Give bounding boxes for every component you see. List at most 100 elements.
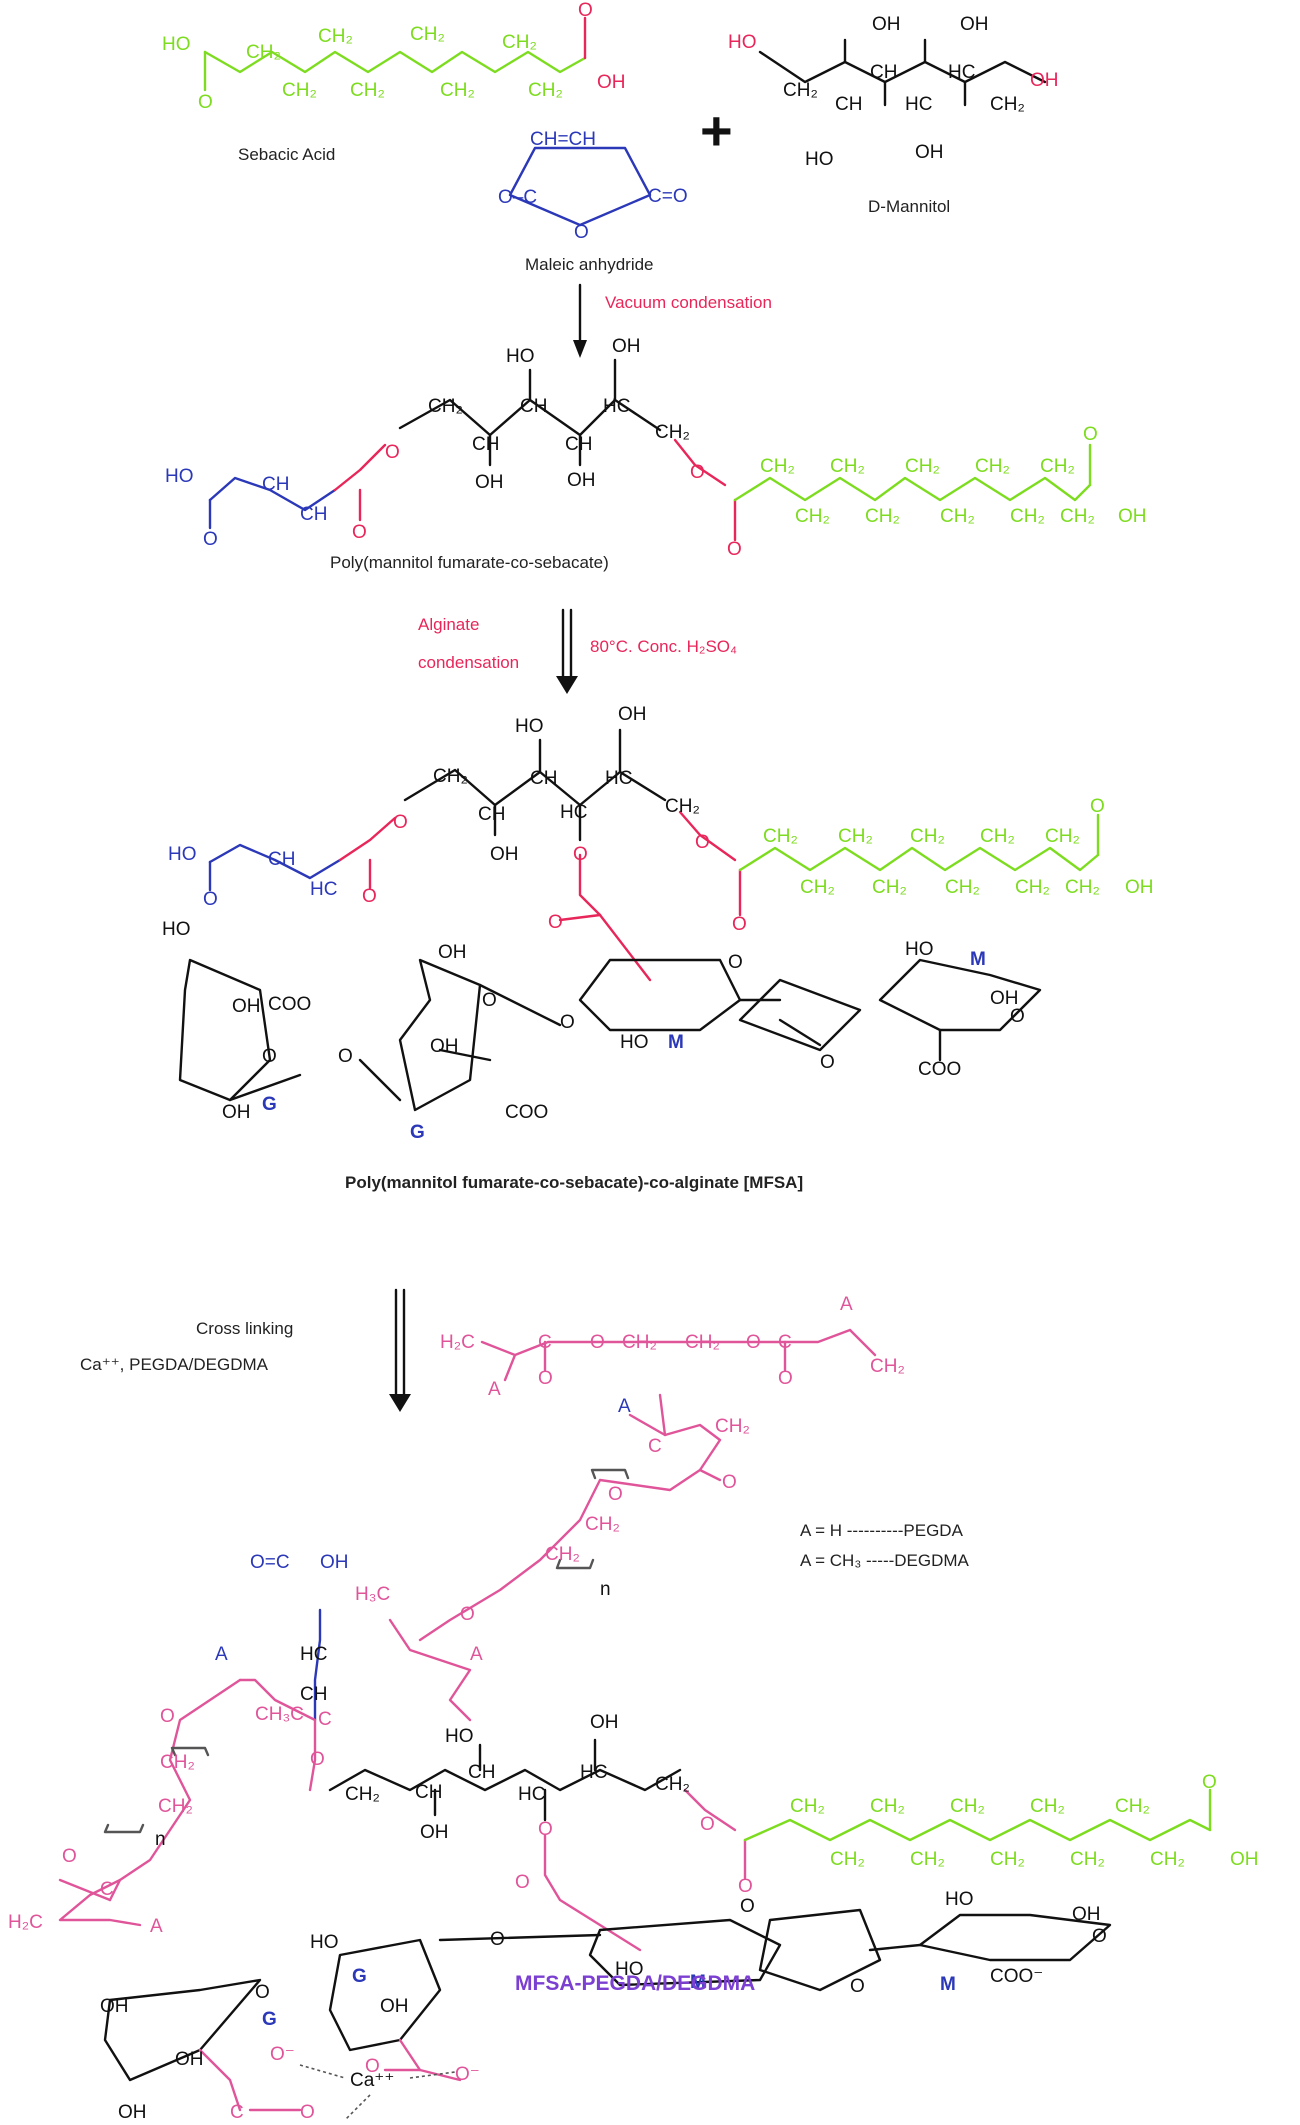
atom-ch2: CH₂ xyxy=(1115,1796,1150,1817)
atom-ch2: CH₂ xyxy=(318,26,353,47)
atom-o: O xyxy=(490,1929,505,1950)
atom-n: n xyxy=(600,1579,611,1600)
atom-o: O xyxy=(573,844,588,865)
atom-ch2: CH₂ xyxy=(790,1796,825,1817)
atom-o: O xyxy=(778,1368,793,1389)
ring-bond xyxy=(228,1073,302,1102)
atom-oh: OH xyxy=(490,844,519,865)
atom-oh: OH xyxy=(960,14,989,35)
atom-ch2: CH₂ xyxy=(1010,506,1045,527)
atom-o: O xyxy=(738,1876,753,1897)
atom-ho: HO xyxy=(165,466,194,487)
mannuronate-ring xyxy=(738,978,862,1052)
sebacic-acid-label: Sebacic Acid xyxy=(238,145,335,164)
pmfs-fumarate xyxy=(208,476,337,512)
atom-ch2: CH₂ xyxy=(1015,877,1050,898)
atom-o: O xyxy=(198,92,213,113)
atom-ch: CH xyxy=(415,1782,442,1803)
crosslinker-bond xyxy=(58,1878,112,1902)
atom-o-minus: O⁻ xyxy=(455,2064,480,2085)
atom-hc: HC xyxy=(300,1644,327,1665)
atom-h2c: H₂C xyxy=(8,1912,43,1933)
atom-ch2: CH₂ xyxy=(350,80,385,101)
atom-oh: OH xyxy=(100,1996,129,2017)
upper-crosslinker xyxy=(418,1413,722,1642)
atom-oh: OH xyxy=(380,1996,409,2017)
pegda-bracket xyxy=(103,1823,145,1834)
atom-oh: OH xyxy=(1072,1904,1101,1925)
atom-g: G xyxy=(262,1094,277,1115)
atom-c: C xyxy=(230,2102,244,2123)
mfsa-structure: HO O CH HC O O CH₂ CH CH HC HC CH₂ HO OH… xyxy=(168,704,1154,982)
atom-ho: HO xyxy=(728,32,757,53)
pmfs-structure: HO O CH CH O O CH₂ CH CH CH HC CH₂ HO OH… xyxy=(165,336,1147,572)
atom-a: A xyxy=(470,1644,483,1665)
atom-ho: HO xyxy=(506,346,535,367)
atom-hc: HC xyxy=(603,396,630,417)
atom-oh: OH xyxy=(1030,70,1059,91)
atom-o: O xyxy=(1092,1926,1107,1947)
atom-o: O xyxy=(695,832,710,853)
atom-oh: OH xyxy=(597,72,626,93)
atom-o: O xyxy=(590,1332,605,1353)
atom-ch: CH xyxy=(468,1762,495,1783)
atom-o: O xyxy=(578,0,593,21)
final-product-structure: A CH₂ C O O CH₂ CH₂ n O=C OH H₃C O A HC … xyxy=(8,1393,1259,2123)
atom-c: C xyxy=(538,1332,552,1353)
atom-oh: OH xyxy=(320,1552,349,1573)
atom-coo: COO xyxy=(505,1102,548,1123)
atom-o: O xyxy=(1202,1772,1217,1793)
atom-ch2: CH₂ xyxy=(760,456,795,477)
d-mannitol-chain xyxy=(758,50,1047,84)
arrow-alginate-condensation xyxy=(556,608,578,694)
atom-o: O xyxy=(365,2056,380,2077)
core-backbone xyxy=(313,1608,322,1722)
maleic-anhydride-label: Maleic anhydride xyxy=(525,255,654,274)
atom-o-c: O=C xyxy=(250,1552,290,1573)
mfsa-label: Poly(mannitol fumarate-co-sebacate)-co-a… xyxy=(345,1173,803,1192)
pmfs-label: Poly(mannitol fumarate-co-sebacate) xyxy=(330,553,609,572)
d-mannitol-label: D-Mannitol xyxy=(868,197,950,216)
atom-ch: CH xyxy=(472,434,499,455)
atom-oh: OH xyxy=(438,942,467,963)
atom-c: C xyxy=(100,1879,114,1900)
alginate-label-line2: condensation xyxy=(418,653,519,672)
lower-left-crosslinker xyxy=(108,1678,242,1902)
atom-o: O xyxy=(482,990,497,1011)
atom-ch2: CH₂ xyxy=(783,80,818,101)
atom-ch2: CH₂ xyxy=(655,422,690,443)
atom-ch2: CH₂ xyxy=(870,1796,905,1817)
atom-o: O xyxy=(560,1012,575,1033)
atom-a: A xyxy=(215,1644,228,1665)
atom-hc: HC xyxy=(605,768,632,789)
atom-oh: OH xyxy=(1230,1849,1259,1870)
atom-o: O xyxy=(1090,796,1105,817)
mfsa-ester-bond xyxy=(598,913,652,982)
atom-coo: COO xyxy=(268,994,311,1015)
atom-ch2: CH₂ xyxy=(345,1784,380,1805)
atom-m: M xyxy=(970,949,986,970)
pegda-degdma-monomer: H₂C A C O O CH₂ CH₂ O C O A CH₂ xyxy=(440,1294,905,1400)
carboxylate xyxy=(198,2048,242,2112)
monomer-bond xyxy=(848,1328,877,1357)
atom-c: C xyxy=(318,1709,332,1730)
atom-ch2: CH₂ xyxy=(160,1752,195,1773)
ring-bond xyxy=(438,1048,492,1062)
mannuronate-ring xyxy=(758,1908,882,1992)
atom-o: O xyxy=(732,914,747,935)
guluronate-ring xyxy=(178,958,272,1102)
d-mannitol-structure: HO CH₂ CH CH HC HC CH₂ OH OH HO OH OH D-… xyxy=(728,14,1059,216)
monomer-backbone xyxy=(480,1328,852,1357)
atom-o: O xyxy=(740,1896,755,1917)
atom-ch2: CH₂ xyxy=(990,94,1025,115)
middle-crosslinker xyxy=(388,1618,472,1722)
atom-oh: OH xyxy=(118,2102,147,2123)
glycosidic-bond xyxy=(778,1018,822,1047)
maleic-anhydride-structure: CH=CH O–C C=O O Maleic anhydride xyxy=(498,129,688,274)
atom-o: O xyxy=(460,1604,475,1625)
sebacic-acid-chain xyxy=(203,50,587,74)
atom-oh: OH xyxy=(872,14,901,35)
glycosidic-bond xyxy=(438,1933,602,1942)
atom-o-minus: O⁻ xyxy=(270,2044,295,2065)
atom-ho: HO xyxy=(805,149,834,170)
